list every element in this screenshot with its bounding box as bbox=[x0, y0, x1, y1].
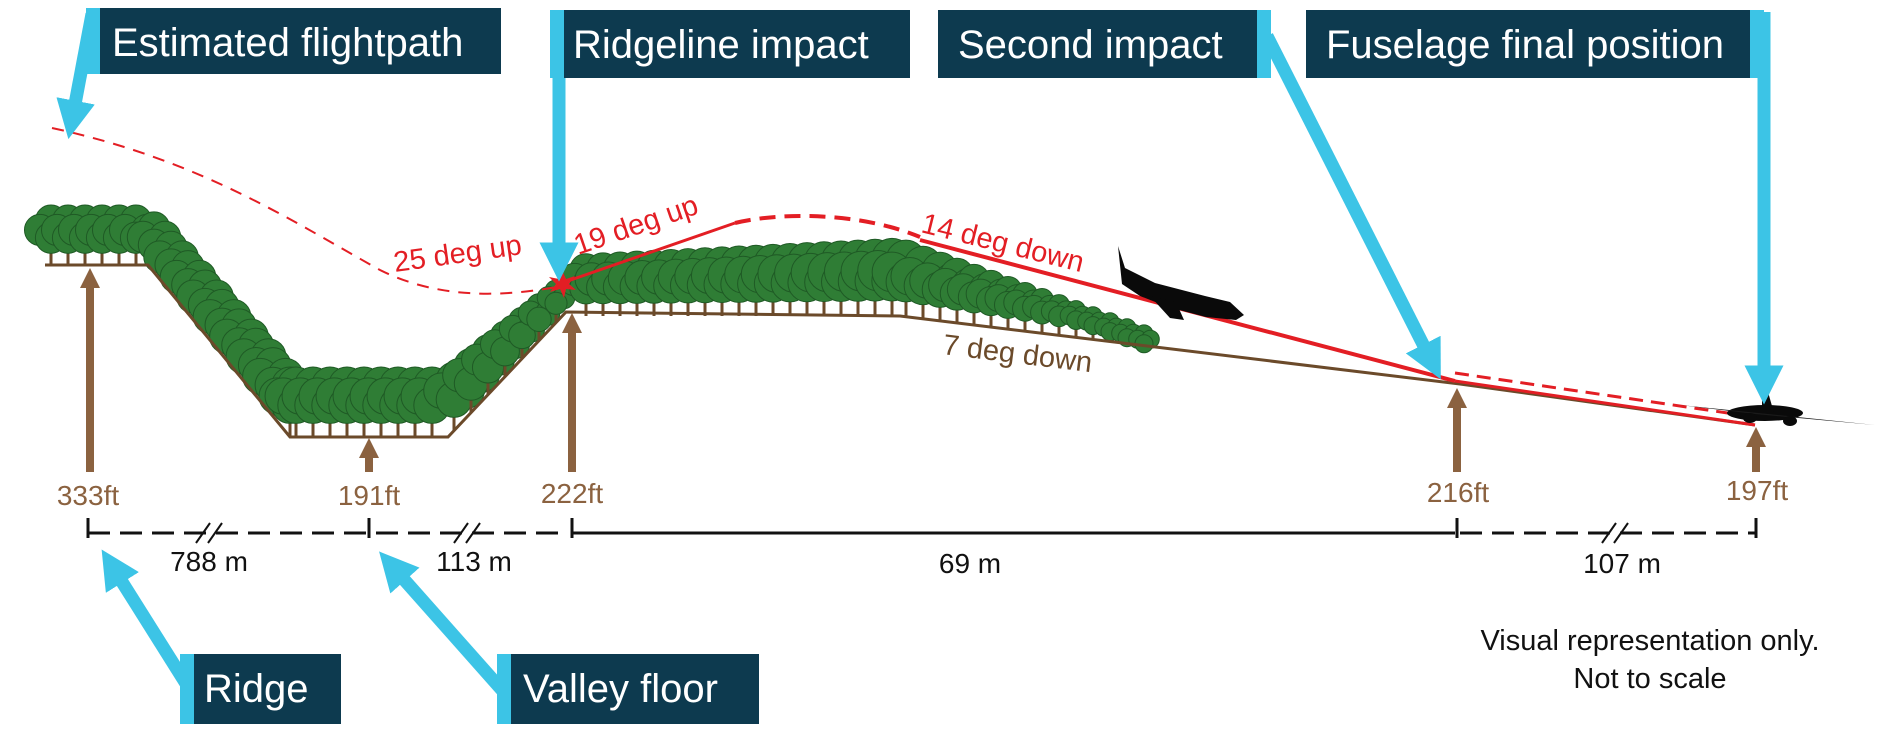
elevation-arrows bbox=[80, 268, 1766, 472]
flightpath-final-dashed bbox=[1454, 371, 1756, 419]
callout-valley-floor: Valley floor bbox=[497, 654, 759, 724]
elevation-label-valley: 191ft bbox=[338, 480, 400, 511]
elevation-label-final: 197ft bbox=[1726, 475, 1788, 506]
elevation-label-ridgeline: 222ft bbox=[541, 478, 603, 509]
note-line-2: Not to scale bbox=[1573, 663, 1726, 695]
tree-foliage bbox=[544, 291, 568, 315]
angle-label-25deg: 25 deg up bbox=[392, 229, 524, 279]
callout-estimated-flightpath: Estimated flightpath bbox=[86, 8, 501, 74]
note-line-1: Visual representation only. bbox=[1480, 625, 1819, 657]
distance-label-107m: 107 m bbox=[1583, 548, 1661, 579]
distance-label-69m: 69 m bbox=[939, 548, 1001, 579]
callout-second-impact: Second impact bbox=[938, 10, 1271, 78]
svg-text:Second impact: Second impact bbox=[958, 23, 1223, 67]
distance-label-113m: 113 m bbox=[436, 546, 512, 577]
elevation-arrow-ridgeline bbox=[562, 313, 582, 472]
elevation-arrow-final bbox=[1746, 427, 1766, 472]
aircraft-silhouette-final bbox=[1680, 392, 1875, 426]
elevation-arrow-second bbox=[1447, 388, 1467, 472]
aircraft-silhouette-tilted bbox=[1118, 246, 1244, 320]
arrow-valley-floor bbox=[379, 551, 507, 695]
estimated-flightpath-dashed bbox=[51, 127, 563, 295]
elevation-arrow-ridge bbox=[80, 268, 100, 472]
svg-text:Estimated flightpath: Estimated flightpath bbox=[112, 21, 463, 65]
elevation-label-ridge: 333ft bbox=[57, 480, 119, 511]
flightpath-treetop-dashed bbox=[734, 214, 921, 239]
elevation-arrow-valley bbox=[359, 438, 379, 472]
callout-ridge: Ridge bbox=[180, 654, 341, 724]
elevation-label-second: 216ft bbox=[1427, 477, 1489, 508]
distance-scale bbox=[86, 518, 1758, 544]
callout-arrows bbox=[56, 12, 1784, 695]
callout-ridgeline-impact: Ridgeline impact bbox=[550, 10, 910, 78]
arrow-ridge bbox=[101, 549, 196, 694]
svg-text:Ridgeline impact: Ridgeline impact bbox=[573, 23, 869, 67]
svg-text:Fuselage final position: Fuselage final position bbox=[1326, 23, 1724, 67]
ridgeline-impact-marker bbox=[549, 270, 576, 298]
tree-foliage bbox=[526, 306, 552, 333]
svg-text:Ridge: Ridge bbox=[204, 667, 309, 711]
arrow-second-impact bbox=[1261, 33, 1441, 380]
flightpath-19deg-segment bbox=[561, 221, 736, 285]
distance-label-788m: 788 m bbox=[170, 546, 248, 577]
callout-fuselage-final-position: Fuselage final position bbox=[1306, 10, 1764, 78]
terrain-profile bbox=[45, 263, 1756, 439]
flightpath-final-solid bbox=[1454, 379, 1756, 427]
svg-text:Valley floor: Valley floor bbox=[523, 667, 718, 711]
tree-canopy bbox=[23, 204, 1160, 437]
